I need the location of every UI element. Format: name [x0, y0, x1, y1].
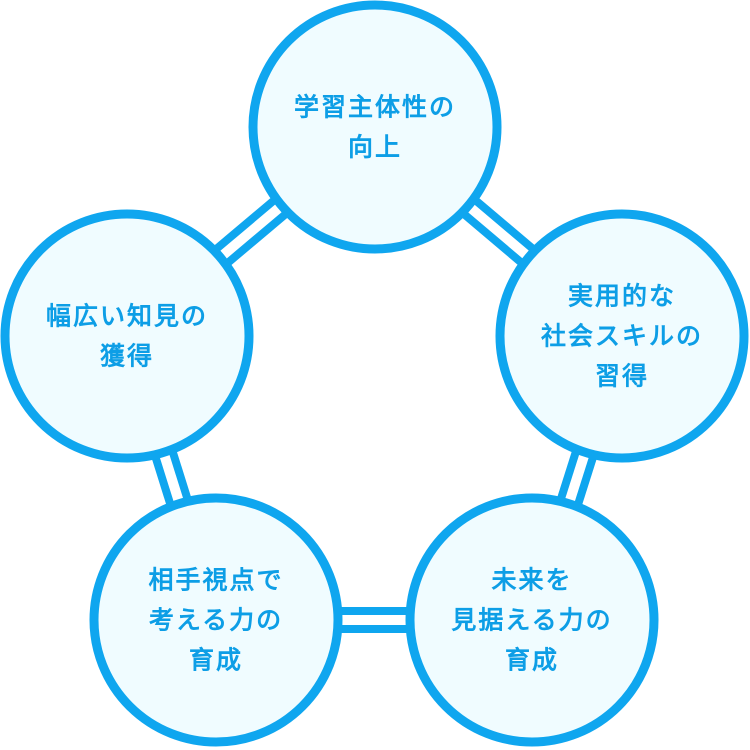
node-circle-right [495, 209, 749, 463]
node-circle-left [0, 209, 254, 463]
node-label-top-line-1: 学習主体性の [294, 93, 456, 122]
node-label-left-line-1: 幅広い知見の [46, 302, 208, 331]
node-label-bottom-left-line-3: 育成 [189, 646, 243, 675]
node-label-top-line-2: 向上 [348, 133, 402, 162]
node-label-bottom-right-line-3: 育成 [505, 646, 559, 675]
node-label-bottom-right-line-2: 見据える力の [451, 606, 612, 635]
node-label-bottom-left-line-1: 相手視点で [148, 566, 283, 595]
node-label-left-line-2: 獲得 [100, 342, 154, 371]
node-circle-bottom-left [89, 493, 343, 747]
node-circle-bottom-right [405, 493, 659, 747]
node-label-bottom-right-line-1: 未来を [491, 566, 572, 595]
node-label-right-line-2: 社会スキルの [541, 322, 703, 351]
node-label-bottom-left-line-2: 考える力の [149, 606, 283, 635]
node-label-right-line-3: 習得 [595, 362, 649, 391]
node-label-right-line-1: 実用的な [568, 282, 676, 311]
node-circle-top [248, 0, 502, 254]
